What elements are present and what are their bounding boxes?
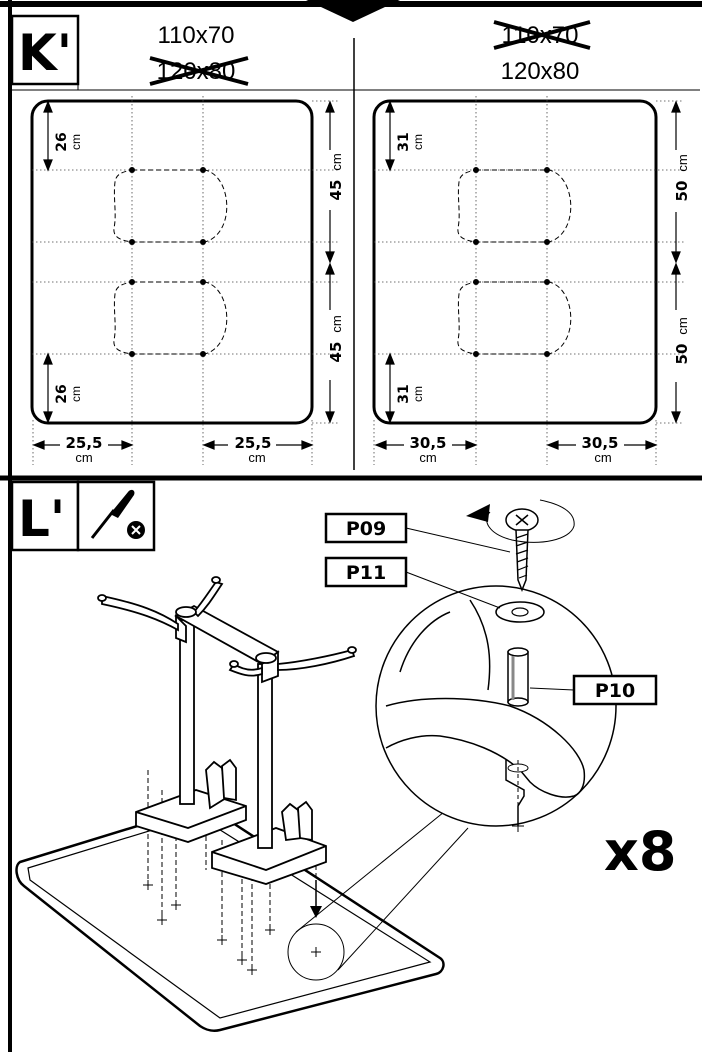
dim-unit: cm bbox=[675, 317, 690, 334]
quantity-multiplier: x8 bbox=[604, 820, 676, 883]
cross-out-icon bbox=[149, 56, 249, 86]
left-panel: 110x70 120x80 bbox=[30, 22, 345, 465]
cross-out-icon bbox=[493, 20, 591, 50]
step-k-section: K' 110x70 120x80 bbox=[0, 0, 702, 481]
washer-part bbox=[495, 601, 545, 623]
part-p09-text: P09 bbox=[346, 518, 386, 540]
dim-bottom-left-width: 30,5 bbox=[409, 434, 446, 452]
dim-unit: cm bbox=[329, 315, 344, 332]
dim-bottom-right-width: 25,5 bbox=[234, 434, 271, 452]
dim-right-bottom: 45 bbox=[327, 342, 345, 363]
size-label-active: 120x80 bbox=[501, 58, 580, 85]
dim-unit: cm bbox=[411, 386, 425, 402]
screwdriver-icon bbox=[90, 489, 145, 539]
screw-part bbox=[505, 508, 539, 593]
dim-bottom-right-width: 30,5 bbox=[581, 434, 618, 452]
dim-top-left: 26 bbox=[54, 132, 70, 151]
size-label-active: 110x70 bbox=[158, 22, 235, 49]
base-frame bbox=[97, 576, 357, 885]
dim-unit: cm bbox=[69, 386, 83, 402]
dim-unit: cm bbox=[419, 450, 436, 465]
part-label-p11: P11 bbox=[324, 556, 501, 609]
dowel-part bbox=[507, 647, 529, 707]
part-label-p09: P09 bbox=[324, 512, 511, 553]
step-l-label: L' bbox=[18, 490, 65, 548]
dim-right-bottom: 50 bbox=[673, 344, 691, 365]
tabletop-outline bbox=[372, 99, 658, 425]
dim-top-left: 31 bbox=[396, 132, 412, 151]
dim-right-top: 50 bbox=[673, 181, 691, 202]
part-p11-text: P11 bbox=[346, 562, 386, 584]
part-p10-text: P10 bbox=[595, 680, 635, 702]
step-l-section: L' bbox=[8, 478, 676, 1052]
dim-unit: cm bbox=[329, 153, 344, 170]
right-panel: 110x70 120x80 bbox=[372, 20, 691, 465]
tabletop-outline bbox=[30, 99, 314, 425]
dim-unit: cm bbox=[248, 450, 265, 465]
dim-bottom-left: 26 bbox=[54, 384, 70, 403]
dim-bottom-left: 31 bbox=[396, 384, 412, 403]
dim-unit: cm bbox=[411, 134, 425, 150]
part-label-p10: P10 bbox=[529, 674, 658, 706]
dim-right-top: 45 bbox=[327, 180, 345, 201]
dim-unit: cm bbox=[675, 154, 690, 171]
dim-unit: cm bbox=[69, 134, 83, 150]
dim-unit: cm bbox=[594, 450, 611, 465]
dim-unit: cm bbox=[75, 450, 92, 465]
tabletop-underside bbox=[15, 805, 445, 1033]
dim-bottom-left-width: 25,5 bbox=[65, 434, 102, 452]
step-k-label: K' bbox=[18, 24, 72, 82]
detail-view bbox=[375, 499, 617, 832]
detail-callout-circle bbox=[287, 923, 345, 981]
rotate-clockwise-icon bbox=[466, 499, 575, 543]
continue-arrow-icon bbox=[306, 0, 400, 22]
